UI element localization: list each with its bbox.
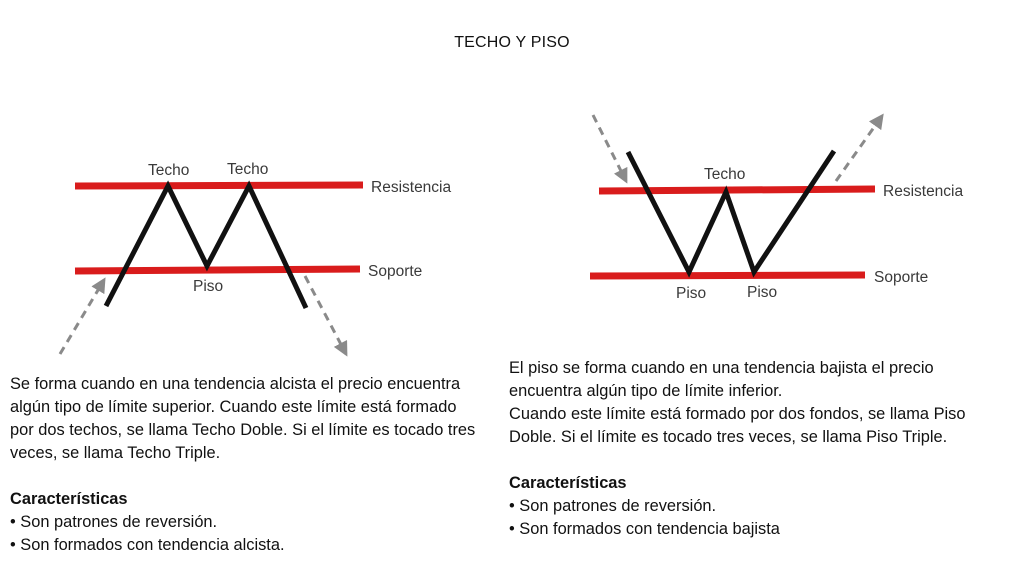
label-techo-2: Techo	[227, 161, 268, 178]
characteristics-list: Son patrones de reversión. Son formados …	[10, 511, 480, 557]
label-piso-right-1: Piso	[676, 285, 706, 302]
label-techo-1: Techo	[148, 162, 189, 179]
characteristics-heading: Características	[509, 474, 627, 492]
description-paragraph: El piso se forma cuando en una tendencia…	[509, 359, 934, 400]
list-item: Son formados con tendencia bajista	[509, 518, 989, 541]
double-bottom-diagram: Techo Piso Piso Resistencia Soporte	[589, 113, 963, 302]
price-line-left	[103, 180, 309, 310]
support-line-left	[74, 265, 361, 275]
list-item: Son patrones de reversión.	[10, 511, 480, 534]
resistance-line-right	[598, 185, 876, 195]
characteristics-list: Son patrones de reversión. Son formados …	[509, 495, 989, 541]
uptrend-arrow-left	[58, 277, 106, 355]
uptrend-arrow-right	[834, 113, 884, 182]
label-resistencia-left: Resistencia	[371, 179, 451, 196]
downtrend-arrow-left	[303, 275, 348, 357]
support-line-right	[589, 271, 866, 280]
label-resistencia-right: Resistencia	[883, 183, 963, 200]
label-techo-right: Techo	[704, 166, 745, 183]
downtrend-arrow-right	[591, 114, 628, 184]
label-soporte-left: Soporte	[368, 263, 422, 280]
double-bottom-description: El piso se forma cuando en una tendencia…	[509, 357, 989, 541]
resistance-line-left	[74, 181, 364, 190]
double-top-diagram: Techo Techo Piso Resistencia Soporte	[58, 161, 451, 357]
label-piso-right-2: Piso	[747, 284, 777, 301]
list-item: Son patrones de reversión.	[509, 495, 989, 518]
label-piso-left: Piso	[193, 278, 223, 295]
page-title: TECHO Y PISO	[454, 34, 570, 51]
list-item: Son formados con tendencia alcista.	[10, 534, 480, 557]
description-paragraph: Se forma cuando en una tendencia alcista…	[10, 375, 476, 462]
double-top-description: Se forma cuando en una tendencia alcista…	[10, 373, 480, 557]
characteristics-heading: Características	[10, 490, 128, 508]
price-line-right	[625, 149, 837, 278]
label-soporte-right: Soporte	[874, 269, 928, 286]
description-paragraph: Cuando este límite está formado por dos …	[509, 405, 966, 446]
